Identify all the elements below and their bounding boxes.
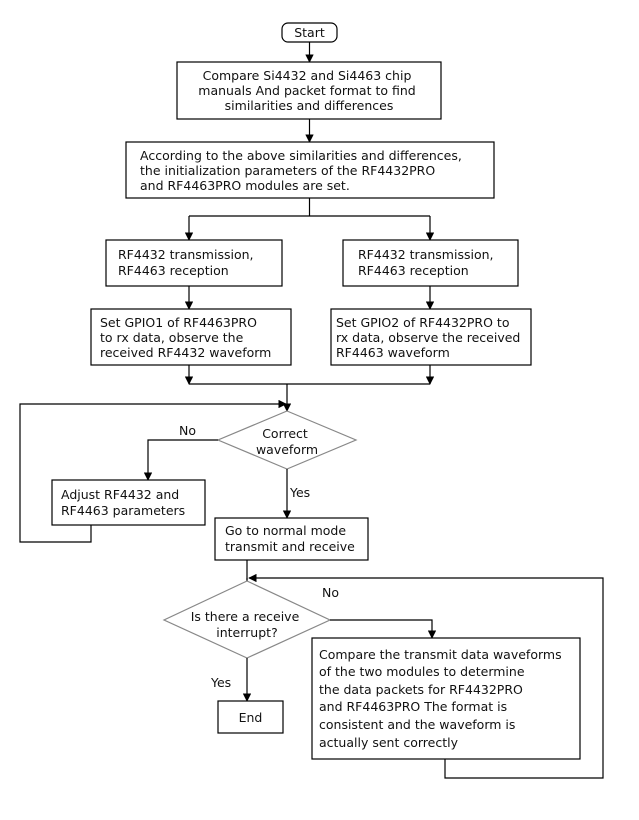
left-transmission-box [105,239,283,287]
correct-waveform-text: Correct waveform [256,426,318,457]
end-label: End [239,710,263,725]
right-gpio-box [330,308,532,366]
end-box [217,700,284,734]
right-gpio-text: Set GPIO2 of RF4432PRO to rx data, obser… [336,315,524,360]
normal-mode-text: Go to normal mode transmit and receive [225,523,355,554]
receive-interrupt-text: Is there a receive interrupt? [191,609,304,640]
left-transmission-text: RF4432 transmission, RF4463 reception [118,247,257,278]
compare-waveforms-box [311,637,581,760]
no-label-1: No [179,423,196,438]
start-label: Start [294,25,325,40]
outer-loop-connector [248,573,604,779]
left-gpio-text: Set GPIO1 of RF4463PRO to rx data, obser… [100,315,271,360]
init-params-text: According to the above similarities and … [140,148,466,193]
no-branch-connector-2 [330,619,437,639]
no-label-2: No [322,585,339,600]
adjust-loop-connector [19,399,287,543]
right-transmission-box [342,239,519,287]
no-branch-connector [143,439,218,481]
adjust-params-text: Adjust RF4432 and RF4463 parameters [61,487,185,518]
normal-mode-box [214,517,369,561]
adjust-params-box [51,479,206,526]
yes-label-2: Yes [210,675,231,690]
right-transmission-text: RF4432 transmission, RF4463 reception [358,247,497,278]
compare-waveforms-text: Compare the transmit data waveforms of t… [319,647,566,750]
compare-manuals-box [176,61,442,120]
left-gpio-box [90,308,292,366]
yes-label-1: Yes [289,485,310,500]
compare-manuals-text: Compare Si4432 and Si4463 chip manuals A… [198,68,419,113]
